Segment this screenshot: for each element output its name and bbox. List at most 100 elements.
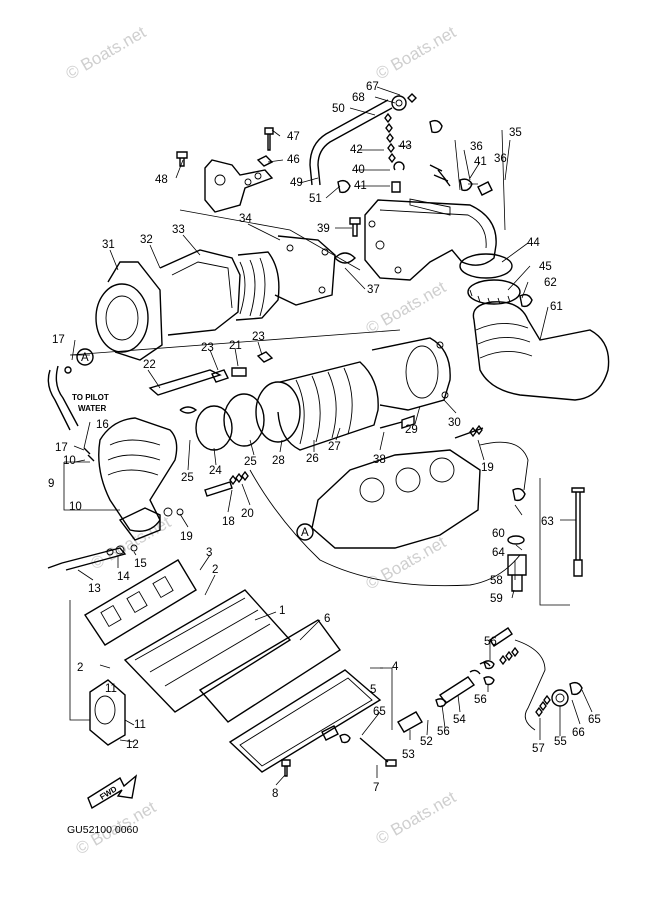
callout-39: 39 [317, 223, 330, 235]
watermark: © Boats.net [373, 787, 460, 848]
watermark: © Boats.net [363, 532, 450, 593]
callout-9: 9 [48, 478, 54, 490]
callout-56: 56 [474, 694, 487, 706]
callout-54: 54 [453, 714, 466, 726]
callout-31: 31 [102, 239, 115, 251]
callout-35: 35 [509, 127, 522, 139]
callout-21: 21 [229, 340, 242, 352]
callout-46: 46 [287, 154, 300, 166]
callout-48: 48 [155, 174, 168, 186]
callout-42: 42 [350, 144, 363, 156]
watermark: © Boats.net [63, 22, 150, 83]
callout-68: 68 [352, 92, 365, 104]
callout-51: 51 [309, 193, 322, 205]
callout-38: 38 [373, 454, 386, 466]
callout-1: 1 [279, 605, 285, 617]
callout-14: 14 [117, 571, 130, 583]
callout-32: 32 [140, 234, 153, 246]
fwd-arrow: FWD [87, 774, 138, 810]
callout-33: 33 [172, 224, 185, 236]
callout-37: 37 [367, 284, 380, 296]
callout-65: 65 [588, 714, 601, 726]
callout-63: 63 [541, 516, 554, 528]
callout-34: 34 [239, 213, 252, 225]
callout-11: 11 [134, 719, 146, 731]
callout-30: 30 [448, 417, 461, 429]
engine-mount-bracket [176, 127, 274, 213]
reference-markers: A A [76, 348, 314, 541]
callout-10: 10 [69, 501, 82, 513]
callout-45: 45 [539, 261, 552, 273]
callout-64: 64 [492, 547, 505, 559]
callout-29: 29 [405, 424, 418, 436]
callout-6: 6 [324, 613, 330, 625]
callout-20: 20 [241, 508, 254, 520]
callout-numbers: 1 2 2 3 4 5 6 7 8 9 10 10 11 11 12 13 14… [48, 81, 601, 800]
callout-11: 11 [105, 683, 117, 695]
callout-44: 44 [527, 237, 540, 249]
annotations: TO PILOT WATER FWD GU52100 0060 [67, 393, 138, 836]
watermark: © Boats.net [373, 22, 460, 83]
callout-50: 50 [332, 103, 345, 115]
ref-marker-a-label: A [301, 527, 309, 539]
callout-24: 24 [209, 465, 222, 477]
callout-2: 2 [212, 564, 218, 576]
callout-19: 19 [481, 462, 494, 474]
callout-19: 19 [180, 531, 193, 543]
callout-15: 15 [134, 558, 147, 570]
callout-7: 7 [373, 782, 379, 794]
callout-67: 67 [366, 81, 379, 93]
callout-23: 23 [252, 331, 265, 343]
callout-25: 25 [244, 456, 257, 468]
callout-41: 41 [474, 156, 487, 168]
callout-2: 2 [77, 662, 83, 674]
callout-10: 10 [63, 455, 76, 467]
callout-12: 12 [126, 739, 139, 751]
top-water-hoses [309, 93, 493, 196]
callout-16: 16 [96, 419, 109, 431]
leader-lines [71, 86, 593, 786]
callout-49: 49 [290, 177, 303, 189]
fwd-label: FWD [98, 784, 118, 801]
watermark: © Boats.net [88, 512, 175, 573]
callout-5: 5 [370, 684, 376, 696]
callout-4: 4 [392, 661, 399, 673]
water-lock [47, 365, 184, 541]
engine-outline [249, 441, 529, 587]
callout-36: 36 [494, 153, 507, 165]
callout-62: 62 [544, 277, 557, 289]
exhaust-hose-right [459, 253, 610, 401]
callout-55: 55 [554, 736, 567, 748]
exhaust-pipe-middle [148, 337, 451, 451]
diagram-code: GU52100 0060 [67, 824, 138, 836]
ref-marker-a-upper [76, 348, 94, 366]
callout-3: 3 [206, 547, 212, 559]
callout-25: 25 [181, 472, 194, 484]
callout-52: 52 [420, 736, 433, 748]
callout-28: 28 [272, 455, 285, 467]
callout-41: 41 [354, 180, 367, 192]
callout-27: 27 [328, 441, 341, 453]
water-pipe-18 [204, 424, 484, 497]
callout-60: 60 [492, 528, 505, 540]
callout-26: 26 [306, 453, 319, 465]
callout-40: 40 [352, 164, 365, 176]
callout-65: 65 [373, 706, 386, 718]
ref-marker-a-label: A [81, 352, 89, 364]
callout-23: 23 [201, 342, 214, 354]
callout-47: 47 [287, 131, 300, 143]
to-pilot-water-label: WATER [78, 404, 107, 413]
callout-61: 61 [550, 301, 563, 313]
callout-43: 43 [399, 140, 412, 152]
exhaust-pipe-upper [95, 235, 336, 361]
exhaust-manifold [47, 544, 397, 777]
callout-18: 18 [222, 516, 235, 528]
callout-59: 59 [490, 593, 503, 605]
callout-56: 56 [437, 726, 450, 738]
lower-right-fittings [397, 487, 585, 733]
callout-8: 8 [272, 788, 278, 800]
callout-13: 13 [88, 583, 101, 595]
callout-36: 36 [470, 141, 483, 153]
callout-17: 17 [55, 442, 68, 454]
